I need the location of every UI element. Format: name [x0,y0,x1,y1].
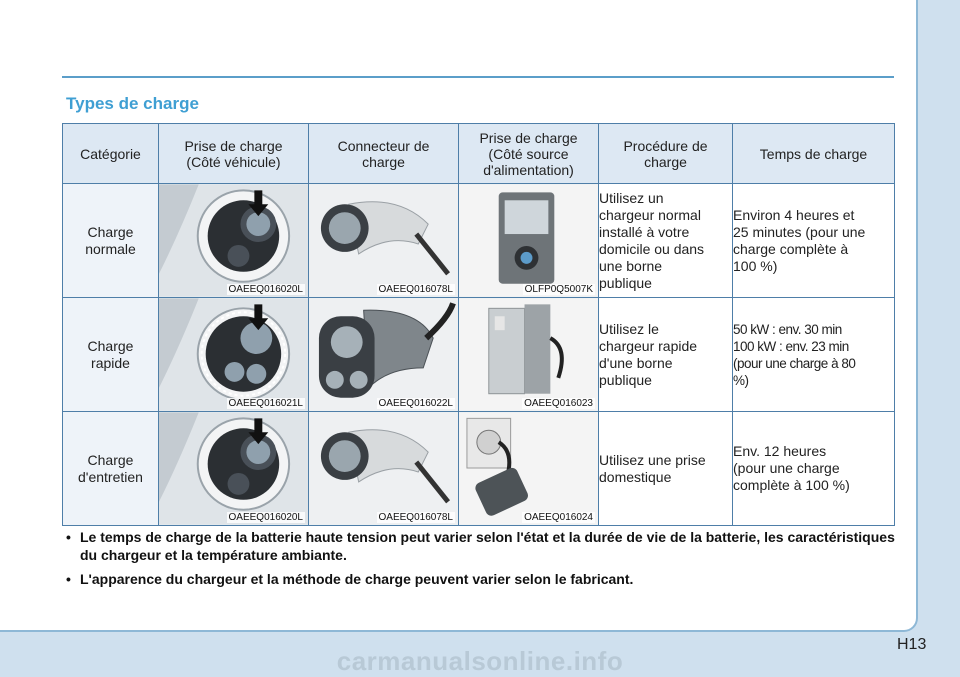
vehicle-inlet-image: OAEEQ016020L [158,183,309,298]
row-procedure: Utilisez le chargeur rapide d'une borne … [598,297,733,412]
header-source-outlet: Prise de charge (Côté source d'alimentat… [458,123,599,184]
note-item: • L'apparence du chargeur et la méthode d… [62,570,902,588]
image-code: OLFP0Q5007K [522,284,595,295]
image-code: OAEEQ016020L [226,284,305,295]
image-code: OAEEQ016078L [376,284,455,295]
source-outlet-image: OLFP0Q5007K [458,183,599,298]
manual-page: Types de charge Catégorie Prise de charg… [0,0,918,632]
table-row: Charge normale OAEEQ016020L [62,183,895,298]
dc-connector-illustration [309,298,458,411]
header-rule [62,76,894,78]
source-outlet-image: OAEEQ016023 [458,297,599,412]
header-procedure: Procédure de charge [598,123,733,184]
image-code: OAEEQ016023 [522,398,595,409]
ac-connector-illustration [309,412,458,525]
header-vehicle-inlet: Prise de charge (Côté véhicule) [158,123,309,184]
header-connector: Connecteur de charge [308,123,459,184]
watermark: carmanualsonline.info [336,646,624,676]
vehicle-inlet-image: OAEEQ016020L [158,411,309,526]
row-category: Charge normale [62,183,159,298]
dc-fast-charger-illustration [459,298,598,411]
image-code: OAEEQ016021L [226,398,305,409]
row-procedure: Utilisez un chargeur normal installé à v… [598,183,733,298]
vehicle-inlet-illustration [159,412,308,525]
vehicle-inlet-image: OAEEQ016021L [158,297,309,412]
wallbox-charger-illustration [459,184,598,297]
bullet-mark: • [66,571,71,587]
image-code: OAEEQ016024 [522,512,595,523]
header-category: Catégorie [62,123,159,184]
vehicle-inlet-illustration [159,298,308,411]
image-code: OAEEQ016020L [226,512,305,523]
page-number: H13 [897,636,927,653]
connector-image: OAEEQ016078L [308,411,459,526]
row-procedure: Utilisez une prise domestique [598,411,733,526]
row-charge-time: 50 kW : env. 30 min 100 kW : env. 23 min… [732,297,895,412]
row-charge-time: Environ 4 heures et 25 minutes (pour une… [732,183,895,298]
section-title: Types de charge [66,94,199,113]
bullet-mark: • [66,529,71,545]
notes-list: • Le temps de charge de la batterie haute… [62,528,902,594]
table-row: Charge rapide OAEEQ016021L [62,297,895,412]
connector-image: OAEEQ016022L [308,297,459,412]
table-header-row: Catégorie Prise de charge (Côté véhicule… [62,123,895,184]
table-row: Charge d'entretien OAEEQ016020L [62,411,895,526]
row-category: Charge rapide [62,297,159,412]
charge-types-table: Catégorie Prise de charge (Côté véhicule… [62,123,895,526]
row-category: Charge d'entretien [62,411,159,526]
image-code: OAEEQ016078L [376,512,455,523]
image-code: OAEEQ016022L [376,398,455,409]
ac-connector-illustration [309,184,458,297]
row-charge-time: Env. 12 heures (pour une charge complète… [732,411,895,526]
header-charge-time: Temps de charge [732,123,895,184]
household-outlet-illustration [459,412,598,525]
note-text: L'apparence du chargeur et la méthode de… [80,571,634,587]
note-item: • Le temps de charge de la batterie haute… [62,528,902,564]
note-text: Le temps de charge de la batterie haute … [80,529,895,563]
vehicle-inlet-illustration [159,184,308,297]
connector-image: OAEEQ016078L [308,183,459,298]
source-outlet-image: OAEEQ016024 [458,411,599,526]
